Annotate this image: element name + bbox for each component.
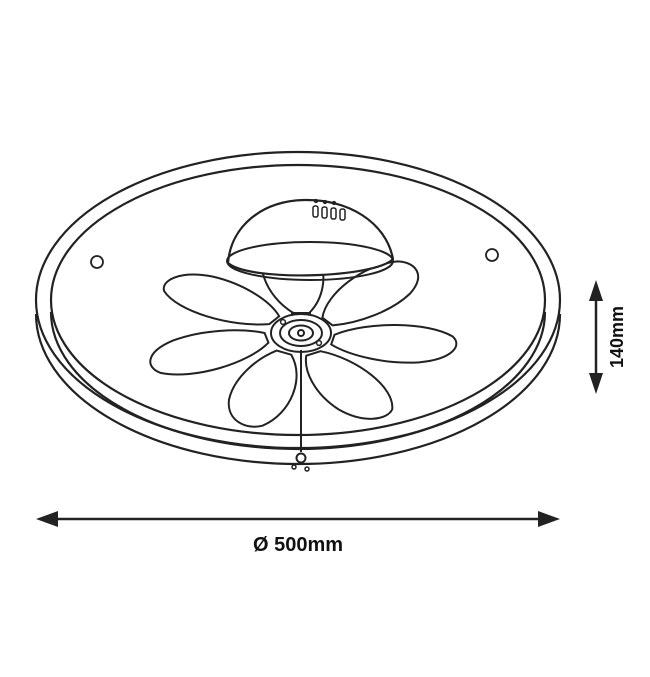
vent-slot: [330, 207, 337, 220]
ring-inner-bottom-edge: [49, 311, 547, 451]
height-label: 140mm: [607, 306, 627, 368]
outer-ring: [34, 150, 562, 466]
dome-vent-slots: [312, 198, 346, 221]
arrow-down-icon: [589, 373, 603, 394]
drop-rod: [291, 350, 310, 472]
ring-mount-clip-left: [90, 255, 104, 269]
ring-mount-clip-right: [485, 248, 499, 262]
dome-base-collar: [226, 241, 394, 281]
diameter-dimension: Ø 500mm: [36, 511, 560, 556]
vent-slot: [339, 208, 346, 221]
chain-dot: [291, 464, 297, 470]
height-dimension: 140mm: [589, 280, 627, 394]
hub-detail: [315, 339, 323, 347]
fan-hub: [270, 313, 332, 353]
chain-dot: [304, 466, 310, 472]
ring-inner-top-edge: [49, 163, 547, 437]
diameter-label: Ø 500mm: [253, 534, 343, 556]
arrow-up-icon: [589, 280, 603, 301]
hub-middle: [279, 319, 323, 347]
arrow-left-icon: [36, 511, 58, 527]
vent-dot: [331, 200, 337, 206]
dome-shell: [226, 198, 395, 277]
vent-slot: [321, 206, 328, 219]
motor-dome: [226, 198, 395, 281]
hub-detail: [279, 318, 287, 326]
vent-dot: [313, 198, 319, 204]
vent-dot: [322, 199, 328, 205]
hub-inner: [288, 324, 314, 342]
rod-end: [295, 452, 307, 464]
hub-center: [297, 329, 305, 337]
ring-outer-bottom-edge: [34, 313, 562, 466]
vent-slot: [312, 205, 319, 218]
arrow-right-icon: [538, 511, 560, 527]
